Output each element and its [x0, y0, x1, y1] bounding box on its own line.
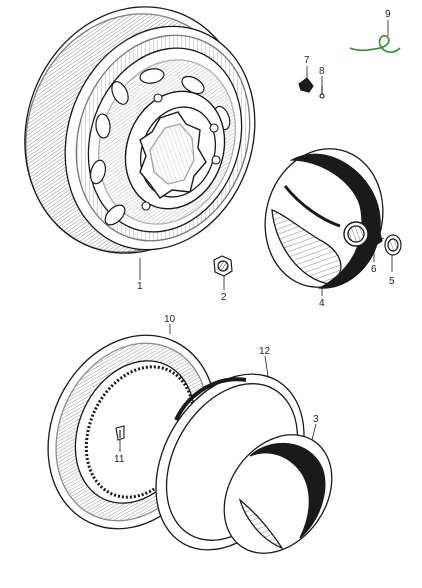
emblem-clip-drawing	[373, 232, 383, 246]
callout-6: 6	[371, 264, 377, 275]
callout-12: 12	[259, 346, 271, 357]
callout-labels: 1 2 3 4 5 6 7 8 9 10 11 12	[114, 9, 395, 465]
callout-11: 11	[114, 454, 125, 465]
clip-drawing	[298, 77, 314, 93]
wheel-rim-drawing	[24, 6, 256, 254]
spring-clip-drawing	[349, 34, 401, 53]
callout-3: 3	[313, 414, 319, 425]
callout-10: 10	[164, 314, 176, 325]
callout-8: 8	[319, 66, 325, 77]
hubcap-small-drawing	[223, 434, 333, 554]
trim-clip-drawing	[115, 425, 125, 441]
lug-nut-drawing	[213, 255, 233, 277]
callout-4: 4	[319, 298, 325, 309]
leader-lines	[119, 20, 393, 452]
bolt-holes	[141, 93, 221, 211]
rivet-drawing	[319, 86, 325, 99]
emblem-drawing	[384, 234, 402, 256]
callout-2: 2	[221, 292, 227, 303]
hubcap-large-drawing	[264, 148, 384, 289]
callout-7: 7	[304, 55, 310, 66]
callout-5: 5	[389, 276, 395, 287]
callout-1: 1	[137, 281, 143, 292]
callout-9: 9	[385, 9, 391, 20]
